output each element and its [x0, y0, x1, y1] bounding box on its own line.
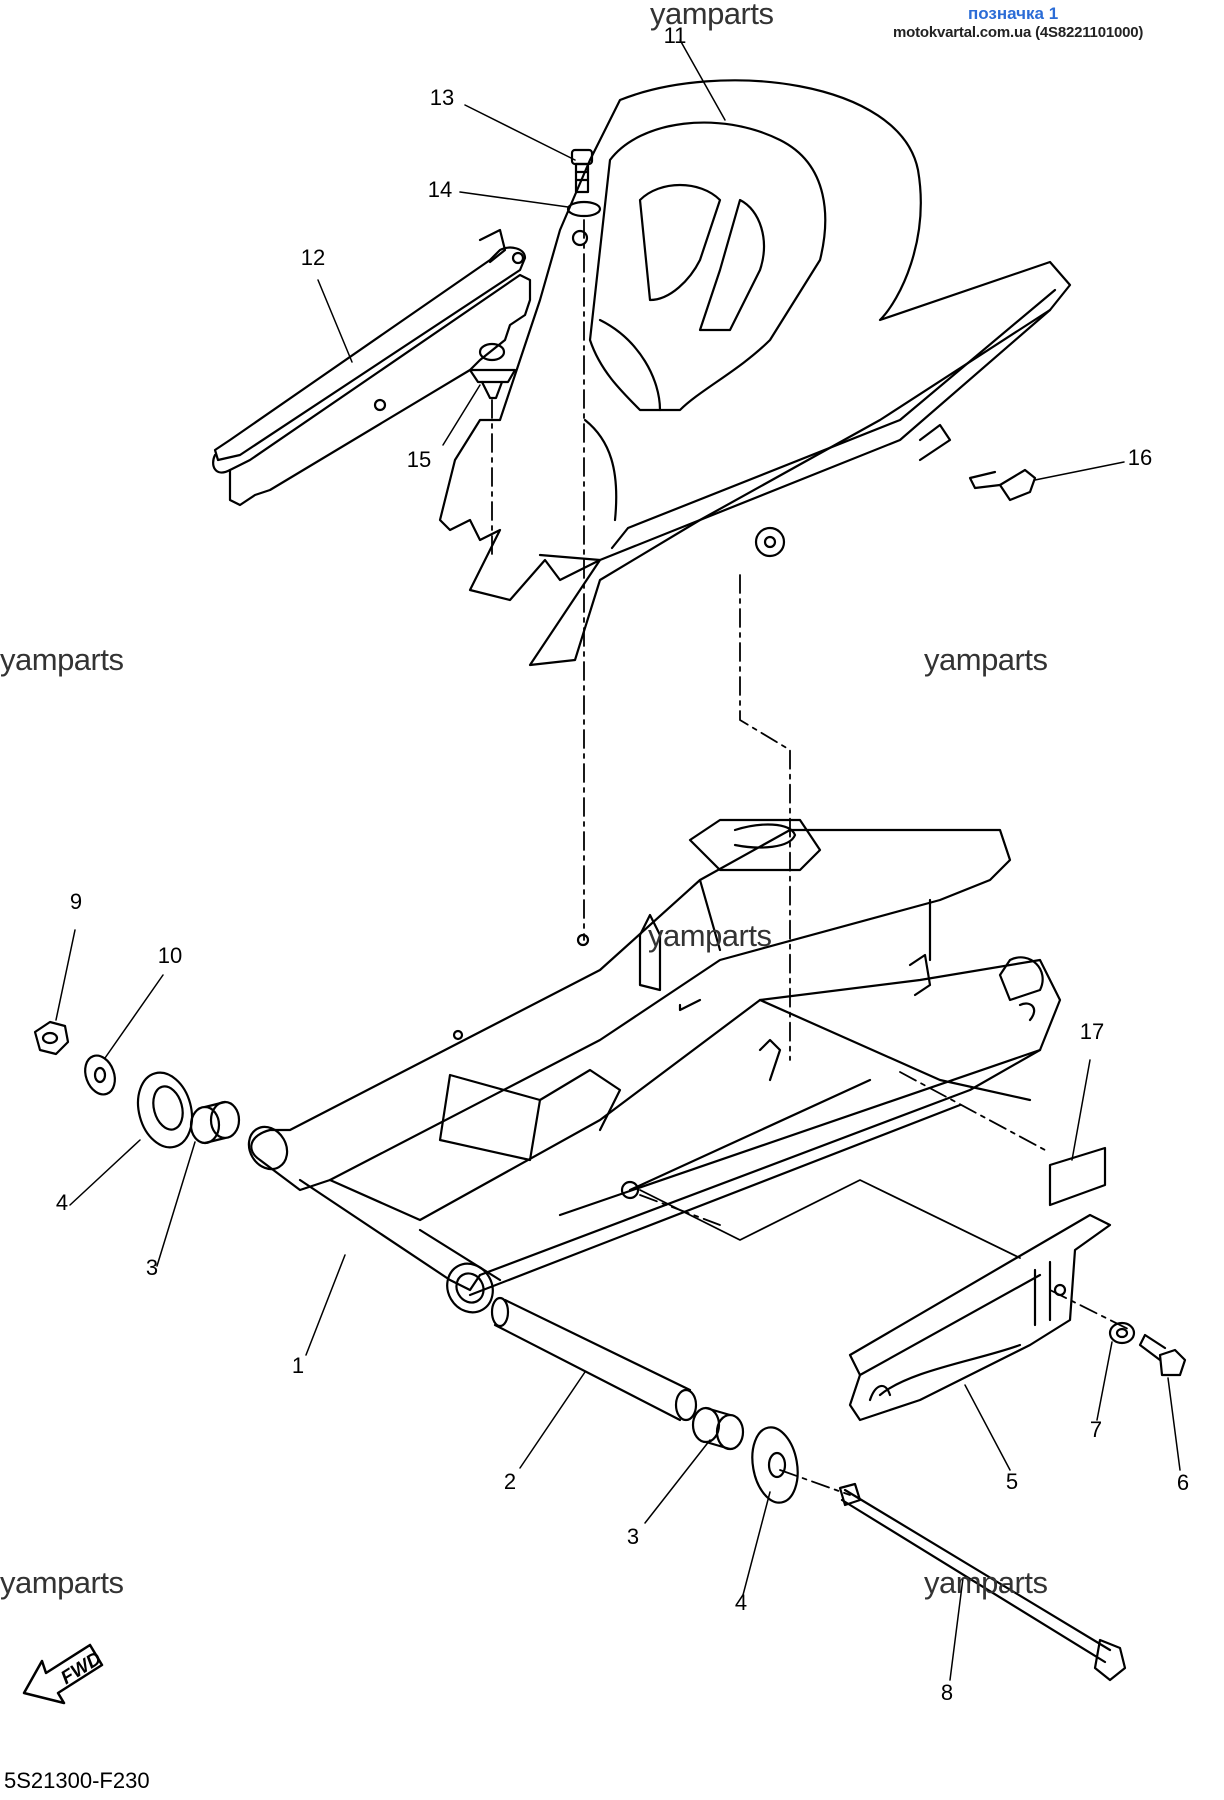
- label-17-part: [1048, 1146, 1107, 1207]
- watermark: yamparts: [924, 642, 1048, 677]
- callout-3: 3: [626, 1524, 640, 1549]
- callout-15: 15: [406, 447, 432, 472]
- source-caption: motokvartal.com.ua (4S8221101000): [893, 24, 1144, 41]
- watermark: yamparts: [650, 0, 774, 31]
- bolt-6-part: [1138, 1333, 1187, 1377]
- callout-8: 8: [940, 1680, 954, 1705]
- callout-4: 4: [55, 1190, 69, 1215]
- callout-10: 10: [157, 943, 183, 968]
- watermark: yamparts: [0, 1565, 124, 1600]
- bolt-16-part: [968, 468, 1037, 502]
- washer-14-part: [566, 200, 602, 218]
- callout-14: 14: [427, 177, 453, 202]
- nut-9-part: [33, 1020, 70, 1056]
- callout-2: 2: [503, 1469, 517, 1494]
- rear-fender-part: [438, 79, 1072, 667]
- chain-guard-5-part: [848, 1213, 1112, 1422]
- forward-arrow-icon: [22, 1643, 104, 1705]
- collar-2-part: [490, 1296, 698, 1422]
- clip-15-part: [468, 342, 517, 400]
- watermark: yamparts: [0, 642, 124, 677]
- pivot-shaft-8-part: [838, 1482, 1127, 1682]
- diagram-code: 5S21300-F230: [4, 1768, 150, 1793]
- collar-7-part: [1108, 1321, 1136, 1345]
- seal-4-left-part: [136, 1071, 194, 1149]
- callout-13: 13: [429, 85, 455, 110]
- swingarm-part: [250, 818, 1062, 1297]
- callout-7: 7: [1089, 1417, 1103, 1442]
- callout-11: 11: [663, 23, 687, 48]
- callout-9: 9: [69, 889, 83, 914]
- callout-5: 5: [1005, 1469, 1019, 1494]
- bearing-3-right-part: [691, 1406, 745, 1451]
- bracket-part: [212, 228, 589, 507]
- watermark: yamparts: [924, 1565, 1048, 1600]
- bolt-13-part: [570, 148, 594, 194]
- callout-16: 16: [1127, 445, 1153, 470]
- callout-6: 6: [1176, 1470, 1190, 1495]
- seal-4-right-part: [751, 1426, 799, 1504]
- callout-3: 3: [145, 1255, 159, 1280]
- bookmark-link[interactable]: позначка 1: [968, 4, 1059, 23]
- washer-10-part: [84, 1054, 116, 1096]
- callout-1: 1: [291, 1353, 305, 1378]
- watermark: yamparts: [648, 918, 772, 953]
- callout-12: 12: [300, 245, 326, 270]
- bearing-3-left-part: [189, 1100, 241, 1145]
- callout-17: 17: [1079, 1019, 1105, 1044]
- callout-4: 4: [734, 1590, 748, 1615]
